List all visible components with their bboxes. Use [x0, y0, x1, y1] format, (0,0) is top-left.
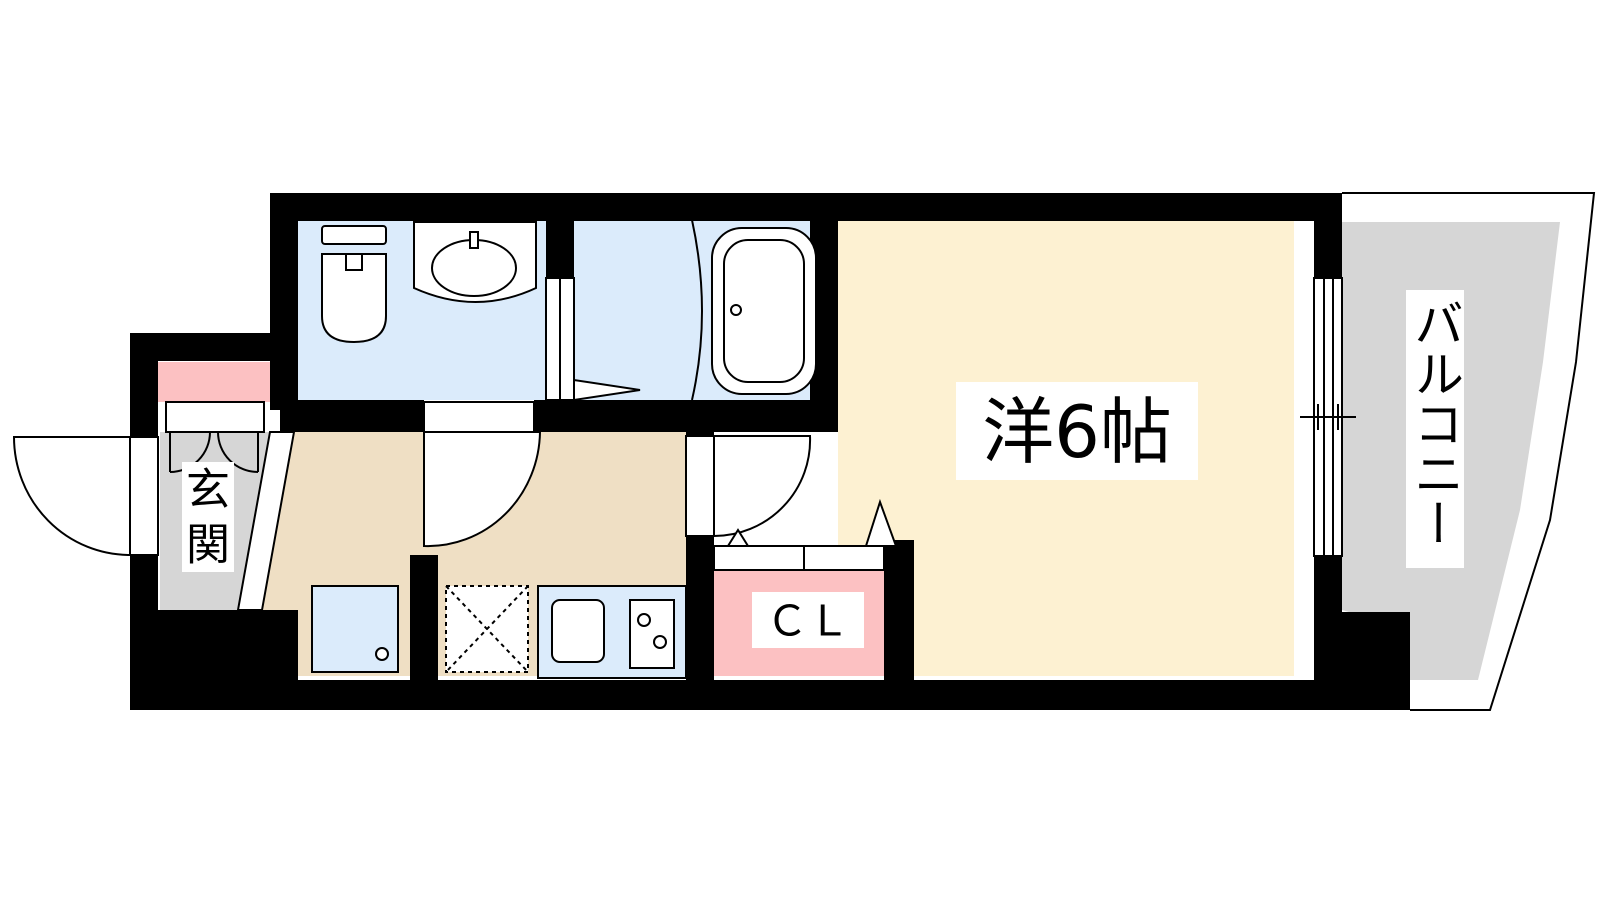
walls [130, 193, 1410, 710]
bathroom-door [573, 378, 641, 402]
entrance-label-bottom: 関 [186, 520, 230, 571]
washroom-door [423, 401, 542, 548]
entrance-label-bg [182, 462, 234, 572]
washbasin-icon [413, 221, 537, 303]
closet-doors [713, 498, 898, 571]
entrance-step [236, 431, 296, 611]
closet-label-bg [752, 592, 864, 648]
western-room-label-bg [956, 382, 1198, 480]
washing-machine-icon [445, 585, 529, 673]
sink-icon [551, 599, 605, 663]
balcony-railing [1342, 192, 1596, 711]
refrigerator-icon [311, 585, 399, 673]
room-door [685, 435, 812, 538]
western-room-label: 洋6帖 [982, 390, 1172, 474]
bathtub-icon [711, 227, 817, 395]
balcony-label-bg [1406, 290, 1464, 568]
shoe-cabinet [158, 362, 270, 402]
closet-label: ＣＬ [766, 597, 850, 646]
entrance-door [12, 436, 159, 557]
entrance-label-top: 玄 [186, 465, 230, 516]
bath-partition [691, 219, 703, 401]
balcony-label: バルコニー [1406, 298, 1464, 548]
stove-icon [629, 599, 675, 669]
toilet-icon [321, 225, 387, 344]
